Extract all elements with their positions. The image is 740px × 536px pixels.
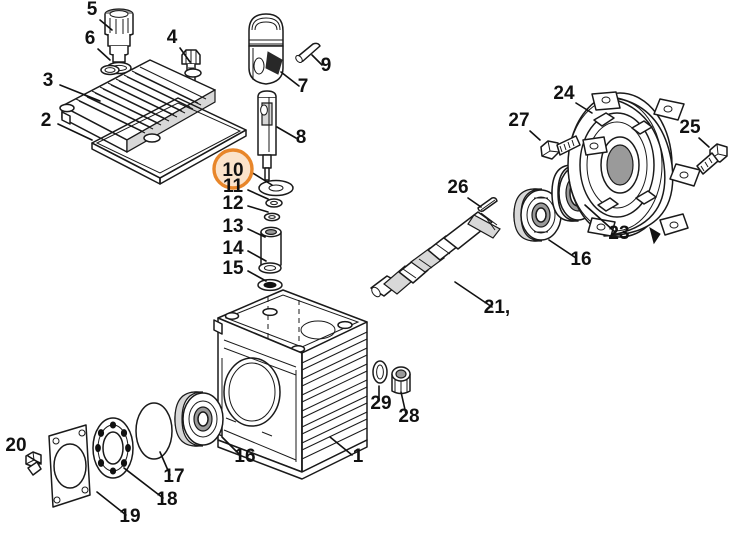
leader-line-spacer-sleeve bbox=[247, 228, 266, 238]
callout-piston: 7 bbox=[298, 76, 309, 97]
part-oil-filler-cap bbox=[104, 8, 134, 63]
callout-connecting-rod: 8 bbox=[296, 127, 307, 148]
leader-line-o-ring-cover bbox=[159, 451, 171, 476]
leader-line-ball-bearing-cover bbox=[123, 467, 164, 499]
part-oil-drain-plug bbox=[391, 366, 411, 395]
leader-line-bearing-cover-plate bbox=[96, 491, 127, 516]
leader-line-shaft-seal bbox=[584, 204, 616, 233]
part-ball-bearing-cover bbox=[92, 417, 134, 479]
leader-line-bearing-flange bbox=[575, 102, 593, 114]
leader-line-hex-flange-bolt bbox=[529, 130, 541, 141]
leader-line-ball-bearing-right bbox=[548, 239, 577, 259]
callout-spacer-sleeve: 13 bbox=[222, 216, 243, 237]
callout-shim-ring: 14 bbox=[222, 238, 244, 259]
callout-labels: 12345678910111213141516161718192021,2324… bbox=[5, 0, 701, 527]
part-cylinder-head bbox=[59, 59, 216, 154]
part-cover-bolt bbox=[25, 451, 42, 476]
leader-line-oil-drain-plug bbox=[400, 391, 407, 415]
part-piston-pin bbox=[295, 42, 321, 63]
callout-oil-filler-cap: 5 bbox=[87, 0, 98, 20]
part-o-ring-cover bbox=[135, 402, 173, 460]
callout-ball-bearing-cover: 18 bbox=[156, 489, 177, 510]
callout-cylinder-head: 3 bbox=[43, 70, 54, 91]
callout-crankcase: 1 bbox=[353, 446, 364, 467]
callout-crankshaft: 21, bbox=[484, 297, 510, 318]
leader-line-woodruff-key bbox=[467, 197, 482, 208]
part-stack-bearings bbox=[257, 179, 294, 292]
callout-sealing-ring-plug: 29 bbox=[370, 393, 391, 414]
part-ball-bearing-right bbox=[513, 188, 562, 242]
callout-hex-flange-bolt: 27 bbox=[508, 110, 529, 131]
callout-flange-bolt-right: 25 bbox=[679, 117, 701, 138]
callout-o-ring-cover: 17 bbox=[163, 466, 184, 487]
part-sealing-ring-plug bbox=[372, 360, 388, 384]
callout-ball-bearing-left: 16 bbox=[234, 446, 255, 467]
part-crankshaft bbox=[370, 211, 501, 298]
leader-line-crankshaft bbox=[454, 281, 493, 308]
callout-ball-bearing-right: 16 bbox=[570, 249, 591, 270]
callout-thrust-washer: 10 bbox=[222, 160, 243, 181]
part-ball-bearing-left bbox=[174, 391, 224, 447]
leader-line-o-ring-cap bbox=[97, 48, 111, 61]
leader-line-piston bbox=[280, 71, 300, 87]
leader-line-oil-filler-cap bbox=[99, 19, 113, 31]
leader-line-connecting-rod bbox=[276, 126, 297, 139]
part-bearing-flange bbox=[567, 91, 701, 245]
callout-seal-ring: 15 bbox=[222, 258, 244, 279]
part-piston bbox=[248, 13, 284, 85]
callout-piston-pin: 9 bbox=[321, 55, 332, 76]
part-flange-bolt-right bbox=[696, 143, 728, 175]
part-hex-flange-bolt bbox=[540, 135, 581, 160]
leader-line-piston-pin bbox=[311, 54, 323, 66]
callout-hex-bolt: 4 bbox=[167, 27, 178, 48]
leader-line-cover-bolt bbox=[27, 455, 42, 465]
callout-cylinder-head-gasket: 2 bbox=[41, 110, 52, 131]
leader-line-seal-ring bbox=[247, 270, 267, 282]
highlight-ring-part-10 bbox=[212, 148, 254, 190]
leader-line-hex-bolt bbox=[179, 47, 191, 63]
leader-line-crankcase bbox=[329, 436, 353, 456]
callout-cover-bolt: 20 bbox=[5, 435, 26, 456]
leader-line-shim-ring bbox=[247, 250, 267, 262]
callout-washer: 11 bbox=[223, 176, 244, 197]
leader-lines bbox=[27, 19, 710, 516]
leader-line-cylinder-head-gasket bbox=[57, 123, 93, 141]
callout-bearing-cover-plate: 19 bbox=[119, 506, 140, 527]
part-connecting-rod bbox=[257, 90, 277, 181]
callout-shaft-seal: 23 bbox=[608, 223, 629, 244]
leader-line-ball-bearing-left bbox=[221, 436, 241, 456]
leader-line-washer bbox=[247, 189, 269, 200]
callout-oil-drain-plug: 28 bbox=[398, 406, 419, 427]
part-woodruff-key bbox=[477, 197, 498, 212]
callout-o-ring-cap: 6 bbox=[85, 28, 96, 49]
part-cylinder-head-gasket bbox=[91, 97, 247, 185]
callout-woodruff-key: 26 bbox=[447, 177, 468, 198]
leader-line-thrust-washer bbox=[250, 171, 273, 186]
callout-ring-small: 12 bbox=[222, 193, 243, 214]
leader-line-ring-small bbox=[247, 205, 269, 213]
leader-line-flange-bolt-right bbox=[698, 137, 710, 148]
part-crankcase bbox=[213, 289, 368, 480]
part-bearing-cover-plate bbox=[48, 424, 91, 508]
leader-line-cylinder-head bbox=[59, 84, 101, 102]
callout-bearing-flange: 24 bbox=[553, 83, 575, 104]
